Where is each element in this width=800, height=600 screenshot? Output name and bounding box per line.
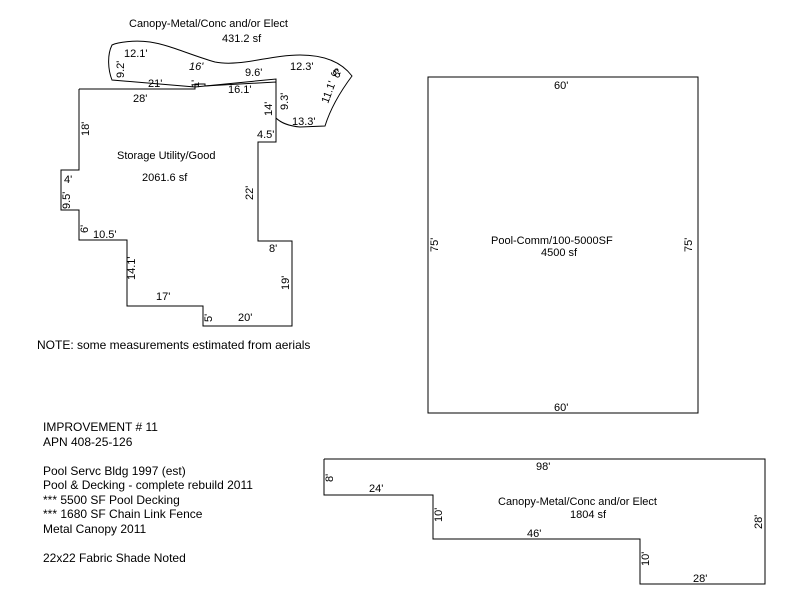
storage-dim: 14' [263,102,275,116]
canopy-top-dim: 16' [189,61,204,73]
info-line: Pool & Decking - complete rebuild 2011 [43,478,253,492]
canopy-bottom-dim: 46' [527,528,541,540]
pool-dim-left: 75' [429,238,441,252]
info-line: IMPROVEMENT # 11 [43,420,158,434]
storage-dim: 10.5' [93,229,117,241]
storage-dim: 9.5' [61,192,73,209]
canopy-top-dim: 9.6' [245,67,262,79]
info-line: Pool Servc Bldg 1997 (est) [43,463,186,478]
storage-dim: 4' [64,174,72,186]
info-line: 22x22 Fabric Shade Noted [43,550,186,565]
canopy-bottom-dim: 8' [324,474,336,482]
info-line: APN 408-25-126 [43,434,133,449]
storage-dim: 18' [80,122,92,136]
storage-building-outline [60,81,293,327]
canopy-top-dim: 21' [148,78,162,90]
canopy-top-dim: 12.3' [290,61,314,73]
pool-dim-top: 60' [554,80,568,92]
storage-dim: 20' [238,312,252,324]
canopy-top-dim: 16.1' [228,84,252,96]
canopy-top-outline [108,40,353,128]
pool-area: 4500 sf [541,247,578,259]
storage-dim: 4.5' [257,129,274,141]
storage-title: Storage Utility/Good [117,150,215,162]
canopy-bottom-outline [323,458,766,585]
pool-outline [427,76,699,414]
info-line [43,536,253,551]
storage-dim: 22' [244,186,256,200]
storage-dim: 19' [280,276,292,290]
canopy-bottom-dim: 98' [536,461,550,473]
info-line [43,449,253,464]
storage-dim: 28' [133,93,147,105]
storage-dim: 14.1' [126,256,138,280]
canopy-bottom-area: 1804 sf [570,509,607,521]
canopy-bottom-dim: 24' [369,483,383,495]
info-line: *** 5500 SF Pool Decking [43,492,180,507]
storage-area: 2061.6 sf [142,172,188,184]
canopy-bottom-dim: 10' [640,552,652,566]
canopy-top-dim: 1' [190,80,202,88]
storage-dim: 6' [79,225,91,233]
canopy-top-area: 431.2 sf [222,33,262,45]
canopy-top-dim: 12.1' [124,48,148,60]
canopy-top-dim: 9.3' [279,93,291,110]
info-line: Metal Canopy 2011 [43,521,147,536]
measurement-note: NOTE: some measurements estimated from a… [37,338,311,352]
info-line: *** 1680 SF Chain Link Fence [43,507,203,521]
pool-title: Pool-Comm/100-5000SF [491,235,613,247]
pool-dim-bottom: 60' [554,402,568,414]
storage-dim: 8' [269,243,277,255]
storage-dim: 17' [156,291,170,303]
pool-dim-right: 75' [683,238,695,252]
canopy-top-title: Canopy-Metal/Conc and/or Elect [129,18,288,30]
canopy-bottom-dim: 10' [433,508,445,522]
storage-dim: 5' [203,314,215,322]
canopy-bottom-dim: 28' [753,515,765,529]
canopy-bottom-title: Canopy-Metal/Conc and/or Elect [498,496,657,508]
canopy-top-dim: 13.3' [292,116,316,128]
improvement-info: IMPROVEMENT # 11 APN 408-25-126 Pool Ser… [43,420,253,565]
canopy-bottom-dim: 28' [693,573,707,585]
canopy-top-dim: 9.2' [115,61,127,78]
